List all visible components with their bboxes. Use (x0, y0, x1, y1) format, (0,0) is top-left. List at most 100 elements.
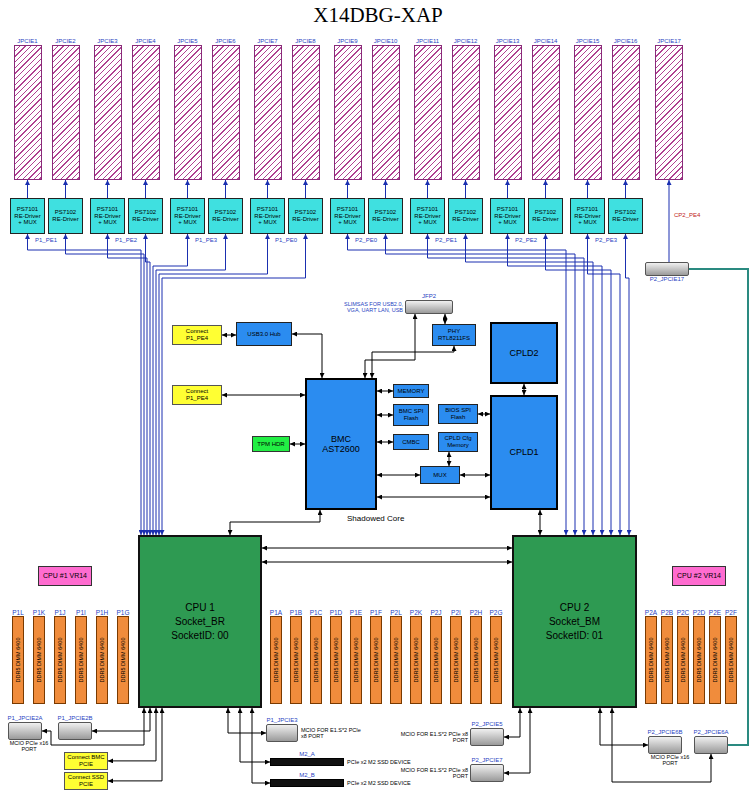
redriver-chip: PS7102 RE-Driver (208, 198, 243, 234)
connector (545, 180, 546, 198)
bus-label: P2_PE1 (432, 237, 460, 243)
dimm-slot: P2KDDR5 DIMM 6400 (410, 616, 422, 704)
connector (145, 180, 146, 198)
node-note: DDR5 DIMM 6400 (333, 638, 339, 683)
m2-slot: M2_APCIe x2 M2 SSD DEVICE (270, 758, 344, 766)
pcie-slot: JPCIE8 (292, 45, 320, 180)
connector (372, 346, 454, 378)
node-title: JPCIE16 (614, 38, 638, 45)
connector (386, 234, 576, 535)
node-note: DDR5 DIMM 6400 (473, 638, 479, 683)
redriver-chip: PS7101 RE-Driver + MUX (250, 198, 285, 234)
node-title: CPLD2 (509, 348, 538, 358)
pcie-slot: JPCIE5 (174, 45, 202, 180)
connector (465, 180, 466, 198)
redriver-chip: PS7101 RE-Driver + MUX (570, 198, 605, 234)
cable-connector: P2_JPCIE17 (645, 262, 689, 276)
node-title: JPCIE12 (454, 38, 478, 45)
node-note: Socket_BM (549, 615, 600, 629)
connector (689, 269, 748, 745)
phy-chip: PHY RTL8211FS (432, 324, 476, 346)
dimm-slot: P2FDDR5 DIMM 6400 (725, 616, 737, 704)
pcie-slot: JPCIE17 (655, 45, 683, 180)
dimm-slot: P2EDDR5 DIMM 6400 (709, 616, 721, 704)
node-title: CPU 2 (560, 601, 589, 615)
node-title: P2J (430, 609, 441, 616)
node-title: P2_JPCIE17 (650, 276, 684, 283)
redriver-chip: PS7101 RE-Driver + MUX (330, 198, 365, 234)
node-title: P1K (33, 609, 45, 616)
connector (466, 234, 594, 535)
dimm-slot: P1BDDR5 DIMM 6400 (290, 616, 302, 704)
node-title: JPCIE1 (17, 38, 37, 45)
dimm-slot: P2HDDR5 DIMM 6400 (470, 616, 482, 704)
mcio-connector: P2_JPCIE6A (694, 736, 728, 754)
connector (427, 180, 428, 198)
connector (504, 708, 530, 773)
dimm-slot: P1ADDR5 DIMM 6400 (270, 616, 282, 704)
node-note: PCIe x2 M2 SSD DEVICE (347, 759, 411, 765)
dimm-slot: P1GDDR5 DIMM 6400 (117, 616, 129, 704)
connector (449, 452, 450, 466)
pcie-slot: JPCIE2 (52, 45, 80, 180)
redriver-chip: PS7102 RE-Driver (448, 198, 483, 234)
connector (146, 234, 151, 535)
dimm-slot: P2CDDR5 DIMM 6400 (677, 616, 689, 704)
pcie-slot: JPCIE14 (532, 45, 560, 180)
node-note: DDR5 DIMM 6400 (373, 638, 379, 683)
node-title: PS7101 RE-Driver + MUX (332, 206, 363, 227)
node-title: P1I (76, 609, 86, 616)
node-title: PS7102 RE-Driver (50, 209, 81, 223)
node-title: CPU #1 VR14 (43, 572, 87, 580)
connector (230, 510, 320, 535)
connector (228, 708, 266, 733)
node-title: Connect P1_PE4 (174, 388, 220, 402)
dimm-slot: P1CDDR5 DIMM 6400 (310, 616, 322, 704)
node-title: P2B (661, 609, 673, 616)
cpld-chip: CPLD2 (490, 322, 558, 384)
memory-chip: MEMORY (393, 384, 429, 398)
node-note: DDR5 DIMM 6400 (664, 638, 670, 683)
node-title: P1G (116, 609, 129, 616)
pcie-slot: JPCIE1 (14, 45, 42, 180)
connector (27, 180, 28, 198)
cpu-socket: CPU 1Socket_BRSocketID: 00 (138, 535, 262, 708)
node-title: M2_B (299, 772, 315, 779)
node-note: DDR5 DIMM 6400 (313, 638, 319, 683)
connector (524, 384, 525, 395)
node-title: P1F (370, 609, 382, 616)
connect-box: Connect P1_PE4 (172, 385, 222, 405)
node-title: P1J (54, 609, 65, 616)
cpld-chip: CPLD1 (490, 395, 558, 510)
dimm-slot: P2BDDR5 DIMM 6400 (661, 616, 673, 704)
connector (262, 548, 512, 549)
connector (587, 180, 588, 198)
node-title: Connect P1_PE4 (174, 328, 220, 342)
node-title: CPU 1 (185, 601, 214, 615)
dimm-slot: P2ADDR5 DIMM 6400 (645, 616, 657, 704)
node-title: P1A (270, 609, 282, 616)
dimm-slot: P1FDDR5 DIMM 6400 (370, 616, 382, 704)
node-note: PCIe x2 M2 SSD DEVICE (347, 780, 411, 786)
connector (460, 475, 490, 476)
connector (65, 180, 66, 198)
mcio-connector: P2_JPCIE7MCIO FOR E1.S*2 PCIe x8 PORT (470, 764, 504, 782)
redriver-chip: PS7101 RE-Driver + MUX (410, 198, 445, 234)
note-label: Shadowed Core (345, 514, 406, 523)
node-title: Connect BMC PCIE (66, 754, 106, 768)
dimm-slot: P2GDDR5 DIMM 6400 (490, 616, 502, 704)
connector (347, 180, 348, 198)
connector (428, 234, 585, 535)
redriver-chip: PS7101 RE-Driver + MUX (490, 198, 525, 234)
dimm-slot: P2DDDR5 DIMM 6400 (693, 616, 705, 704)
connector (377, 415, 393, 416)
node-title: P2C (677, 609, 690, 616)
pcie-slot: JPCIE10 (372, 45, 400, 180)
node-title: PS7101 RE-Driver + MUX (252, 206, 283, 227)
node-title: JPCIE4 (135, 38, 155, 45)
node-title: BMC SPI Flash (395, 408, 427, 422)
node-title: PS7101 RE-Driver + MUX (492, 206, 523, 227)
node-note: DDR5 DIMM 6400 (99, 638, 105, 683)
connector (348, 234, 567, 535)
